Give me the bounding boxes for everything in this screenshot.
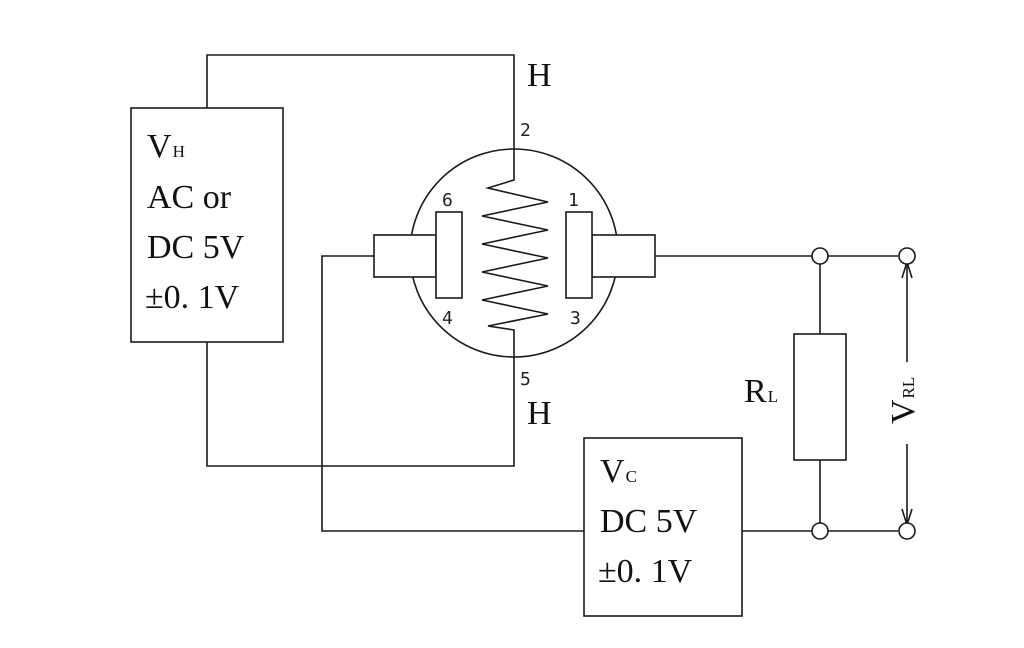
circuit-supply-symbol: VC — [600, 453, 637, 490]
left-electrode-tab — [373, 234, 437, 278]
left-electrode-plate — [435, 211, 463, 299]
electrode-left-wire — [321, 255, 584, 532]
heater-wire-top — [206, 54, 515, 150]
output-voltage-label: VRL — [885, 377, 922, 424]
pin-label-1: 1 — [568, 190, 579, 211]
right-electrode-tab — [591, 234, 656, 278]
load-resistor — [793, 333, 847, 461]
heater-label-top: H — [527, 57, 552, 94]
heater-supply-symbol: VH — [147, 128, 185, 165]
heater-wire-bottom — [206, 342, 515, 467]
circuit-supply-line-2: ±0. 1V — [598, 553, 693, 590]
pin-label-2: 2 — [520, 120, 531, 141]
heater-supply-line-3: ±0. 1V — [145, 279, 240, 316]
pin-label-3: 3 — [570, 308, 581, 329]
circuit-supply-box — [583, 437, 743, 617]
output-terminal-bottom — [898, 522, 916, 540]
heater-supply-box — [130, 107, 284, 343]
pin-label-6: 6 — [442, 190, 453, 211]
circuit-supply-line-1: DC 5V — [600, 503, 698, 540]
heater-coil — [481, 150, 549, 357]
pin-label-4: 4 — [442, 308, 453, 329]
junction-node-bottom — [811, 522, 829, 540]
heater-supply-line-1: AC or — [147, 179, 232, 216]
heater-label-bottom: H — [527, 395, 552, 432]
pin-label-5: 5 — [520, 369, 531, 390]
output-terminal-top — [898, 247, 916, 265]
junction-node-top — [811, 247, 829, 265]
load-resistor-label: RL — [744, 373, 778, 410]
right-electrode-plate — [565, 211, 593, 299]
heater-supply-line-2: DC 5V — [147, 229, 245, 266]
